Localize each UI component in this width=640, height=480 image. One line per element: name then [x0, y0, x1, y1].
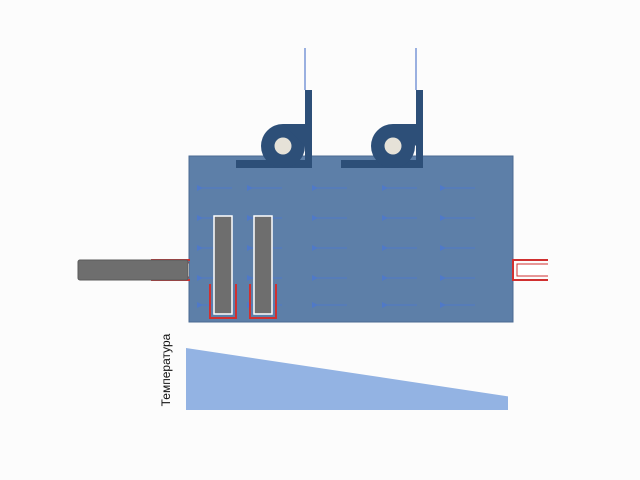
entry-door [77, 259, 190, 281]
fan-outlet [393, 124, 416, 146]
heating-element-icon [209, 215, 237, 319]
fan-icon [236, 48, 312, 168]
exit-door [512, 259, 548, 281]
fan-hub [274, 137, 292, 155]
chamber [188, 155, 514, 323]
temperature-profile [186, 348, 508, 410]
element-holder [209, 284, 237, 319]
temperature-label: Температура [159, 333, 173, 407]
fan-duct [236, 90, 312, 168]
loading-rod-icon [77, 259, 189, 281]
fan-hub [384, 137, 402, 155]
fan-duct [341, 90, 423, 168]
element-rod [213, 215, 233, 315]
fan-outlet [283, 124, 305, 146]
exit-frame [512, 259, 548, 281]
element-holder [249, 284, 277, 319]
exit-frame-inner [516, 263, 548, 277]
heating-element-icon [249, 215, 277, 319]
element-rod [253, 215, 273, 315]
fan-icon [341, 48, 423, 168]
